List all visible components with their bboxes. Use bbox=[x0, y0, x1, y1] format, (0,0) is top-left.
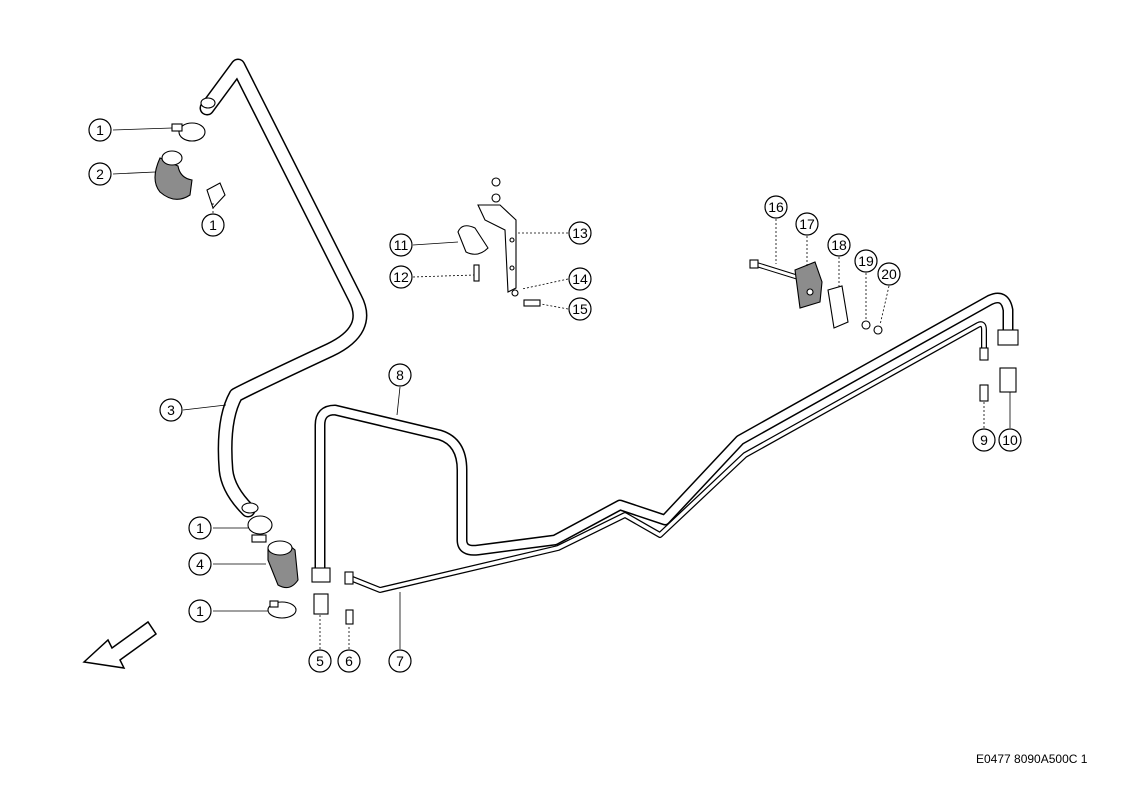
callout-18: 18 bbox=[827, 233, 851, 257]
svg-text:16: 16 bbox=[768, 199, 784, 215]
callout-10: 10 bbox=[998, 428, 1022, 452]
svg-text:1: 1 bbox=[96, 122, 104, 138]
hose-3 bbox=[199, 58, 368, 518]
elbow-hose-4 bbox=[267, 540, 299, 589]
svg-text:7: 7 bbox=[396, 653, 404, 669]
svg-text:17: 17 bbox=[799, 216, 815, 232]
callout-6: 6 bbox=[337, 649, 361, 673]
svg-text:14: 14 bbox=[572, 271, 588, 287]
svg-text:12: 12 bbox=[393, 269, 409, 285]
callout-17: 17 bbox=[795, 212, 819, 236]
reference-code: E0477 8090A500C 1 bbox=[976, 752, 1088, 766]
clamp-mid bbox=[206, 182, 226, 210]
svg-text:3: 3 bbox=[167, 402, 175, 418]
nut-top bbox=[491, 177, 501, 203]
svg-text:20: 20 bbox=[881, 266, 897, 282]
svg-text:13: 13 bbox=[572, 225, 588, 241]
washer-14 bbox=[511, 289, 519, 297]
callout-8: 8 bbox=[388, 363, 412, 387]
bolt-16 bbox=[749, 259, 801, 281]
callout-15: 15 bbox=[568, 297, 592, 321]
svg-text:15: 15 bbox=[572, 301, 588, 317]
callout-11: 11 bbox=[389, 233, 413, 257]
direction-arrow-icon bbox=[82, 620, 158, 669]
bracket-13 bbox=[477, 204, 517, 293]
callout-3: 3 bbox=[159, 398, 183, 422]
callout-7: 7 bbox=[388, 649, 412, 673]
svg-text:5: 5 bbox=[316, 653, 324, 669]
svg-text:1: 1 bbox=[196, 603, 204, 619]
svg-text:6: 6 bbox=[345, 653, 353, 669]
bolt-12 bbox=[473, 264, 480, 282]
clamp-upper bbox=[171, 122, 206, 142]
callout-5: 5 bbox=[308, 649, 332, 673]
callout-9: 9 bbox=[972, 428, 996, 452]
block-17 bbox=[794, 261, 823, 309]
clamp-lower-2 bbox=[267, 600, 297, 619]
callout-19: 19 bbox=[854, 249, 878, 273]
washer-19 bbox=[861, 320, 871, 330]
svg-text:4: 4 bbox=[196, 556, 204, 572]
callout-4: 4 bbox=[188, 552, 212, 576]
callout-16: 16 bbox=[764, 195, 788, 219]
fitting-10 bbox=[997, 329, 1019, 393]
callout-1b: 1 bbox=[201, 213, 225, 237]
callout-2: 2 bbox=[88, 162, 112, 186]
callout-13: 13 bbox=[568, 221, 592, 245]
clamp-11 bbox=[457, 225, 489, 255]
clamp-lower-1 bbox=[247, 515, 273, 543]
svg-text:1: 1 bbox=[196, 520, 204, 536]
callout-20: 20 bbox=[877, 262, 901, 286]
callout-1d: 1 bbox=[188, 599, 212, 623]
svg-text:8: 8 bbox=[396, 367, 404, 383]
clip-18 bbox=[827, 285, 849, 329]
callout-1a: 1 bbox=[88, 118, 112, 142]
svg-text:10: 10 bbox=[1002, 432, 1018, 448]
leader-lines bbox=[112, 127, 1011, 649]
svg-text:18: 18 bbox=[831, 237, 847, 253]
svg-text:19: 19 bbox=[858, 253, 874, 269]
callout-1c: 1 bbox=[188, 516, 212, 540]
nut-20 bbox=[873, 325, 883, 335]
pipe-7 bbox=[347, 321, 987, 593]
pipe-8 bbox=[314, 292, 1014, 576]
elbow-hose-2 bbox=[154, 150, 193, 200]
fitting-9 bbox=[979, 347, 989, 402]
svg-text:9: 9 bbox=[980, 432, 988, 448]
callout-12: 12 bbox=[389, 265, 413, 289]
fitting-6 bbox=[344, 571, 354, 625]
svg-text:1: 1 bbox=[209, 217, 217, 233]
fitting-5 bbox=[311, 567, 331, 615]
svg-text:2: 2 bbox=[96, 166, 104, 182]
bolt-15 bbox=[523, 299, 541, 307]
callout-14: 14 bbox=[568, 267, 592, 291]
svg-text:11: 11 bbox=[394, 237, 409, 253]
